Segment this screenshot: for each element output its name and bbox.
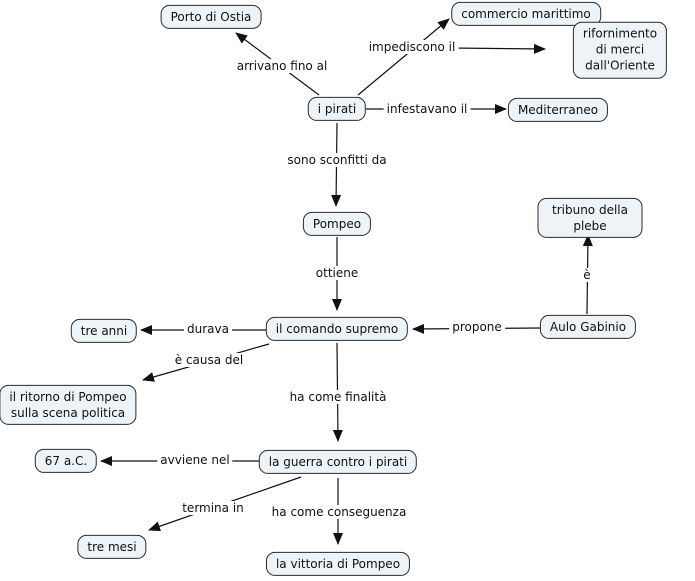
concept-i-pirati[interactable]: i pirati xyxy=(307,96,367,122)
link-label-propone[interactable]: propone xyxy=(449,320,505,334)
concept-comando-supremo[interactable]: il comando supremo xyxy=(265,316,409,342)
link-label-infestavano-il[interactable]: infestavano il xyxy=(383,102,471,116)
link-label-e[interactable]: è xyxy=(580,268,594,282)
concept-commercio-marittimo[interactable]: commercio marittimo xyxy=(451,1,601,27)
concept-guerra-contro-pirati[interactable]: la guerra contro i pirati xyxy=(258,449,418,475)
link-label-ha-come-finalita[interactable]: ha come finalità xyxy=(286,390,390,404)
concept-tre-anni[interactable]: tre anni xyxy=(70,318,138,344)
link-label-ottiene[interactable]: ottiene xyxy=(312,266,362,280)
link-label-avviene-nel[interactable]: avviene nel xyxy=(157,453,233,467)
concept-aulo-gabinio[interactable]: Aulo Gabinio xyxy=(539,314,637,340)
link-label-termina-in[interactable]: termina in xyxy=(179,501,247,515)
link-label-arrivano-fino-al[interactable]: arrivano fino al xyxy=(233,59,331,73)
concept-rifornimento-merci[interactable]: rifornimento di merci dall'Oriente xyxy=(572,21,668,79)
link-label-impediscono-il[interactable]: impediscono il xyxy=(365,40,459,54)
link-label-ha-come-conseguenza[interactable]: ha come conseguenza xyxy=(268,505,410,519)
edge-impediscono-rifornimento xyxy=(449,43,546,54)
concept-porto-di-ostia[interactable]: Porto di Ostia xyxy=(160,4,262,30)
concept-67-ac[interactable]: 67 a.C. xyxy=(34,448,98,474)
concept-ritorno-pompeo[interactable]: il ritorno di Pompeo sulla scena politic… xyxy=(0,384,137,426)
concept-tre-mesi[interactable]: tre mesi xyxy=(77,534,147,560)
link-label-e-causa-del[interactable]: è causa del xyxy=(171,353,247,367)
link-label-durava[interactable]: durava xyxy=(184,322,232,336)
concept-pompeo[interactable]: Pompeo xyxy=(302,211,372,237)
concept-tribuno-della-plebe[interactable]: tribuno della plebe xyxy=(537,197,643,239)
concept-mediterraneo[interactable]: Mediterraneo xyxy=(507,97,609,123)
edge-pirati-commercio xyxy=(357,18,450,96)
concept-vittoria-pompeo[interactable]: la vittoria di Pompeo xyxy=(265,551,411,577)
link-label-sono-sconfitti-da[interactable]: sono sconfitti da xyxy=(284,153,390,167)
